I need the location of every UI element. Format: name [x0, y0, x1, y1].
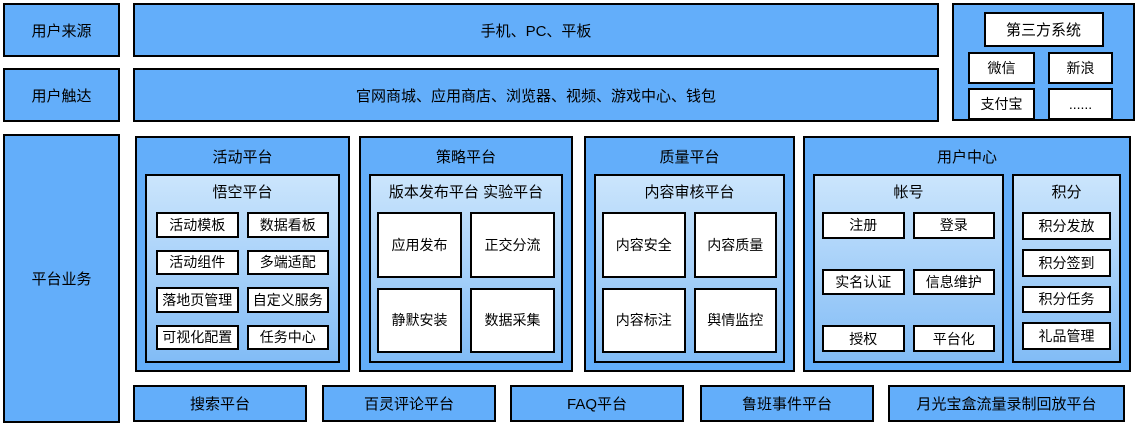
item-points-checkin: 积分签到 [1022, 248, 1111, 277]
item-app-release: 应用发布 [377, 212, 462, 278]
bottom-box-search-platform: 搜索平台 [133, 385, 307, 422]
group-title: 活动平台 [212, 148, 273, 166]
item-register: 注册 [822, 212, 905, 239]
group-title: 用户中心 [936, 148, 997, 166]
account-items-grid: 注册 登录 实名认证 信息维护 授权 平台化 [815, 207, 1002, 361]
subplatform-points: 积分 积分发放 积分签到 积分任务 礼品管理 [1012, 174, 1121, 363]
platform-business-label: 平台业务 [3, 134, 120, 423]
item-silent-install: 静默安装 [377, 287, 462, 353]
group-title: 质量平台 [659, 148, 720, 166]
subplatform-account: 帐号 注册 登录 实名认证 信息维护 授权 平台化 [813, 174, 1004, 363]
item-content-tagging: 内容标注 [602, 287, 686, 353]
item-custom-service: 自定义服务 [246, 287, 329, 313]
third-party-item-more: ...... [1048, 88, 1113, 120]
strategy-items-grid: 应用发布 正交分流 静默安装 数据采集 [371, 207, 561, 361]
subplatform-content-review: 内容审核平台 内容安全 内容质量 内容标注 舆情监控 [594, 174, 785, 363]
third-party-title: 第三方系统 [983, 12, 1104, 47]
third-party-item-sina: 新浪 [1048, 52, 1113, 84]
group-activity-platform: 活动平台 悟空平台 活动模板 数据看板 活动组件 多端适配 落地页管理 自定义服… [135, 136, 350, 372]
item-data-collection: 数据采集 [470, 287, 555, 353]
subplatform-title: 悟空平台 [212, 184, 273, 201]
item-sentiment-monitor: 舆情监控 [693, 287, 777, 353]
third-party-item-wechat: 微信 [968, 52, 1035, 84]
bottom-box-luban-event-platform: 鲁班事件平台 [700, 385, 874, 422]
bottom-box-faq-platform: FAQ平台 [510, 385, 684, 422]
subplatform-title: 内容审核平台 [644, 184, 735, 201]
item-points-task: 积分任务 [1022, 285, 1111, 314]
subplatform-title: 积分 [1051, 184, 1082, 201]
row-label-user-source: 用户来源 [3, 3, 120, 57]
third-party-item-alipay: 支付宝 [968, 88, 1035, 120]
subplatform-title: 版本发布平台 实验平台 [388, 184, 544, 201]
item-login: 登录 [912, 212, 995, 239]
user-center-body: 帐号 注册 登录 实名认证 信息维护 授权 平台化 积分 积分发放 积分签到 积… [813, 174, 1121, 363]
wukong-items-grid: 活动模板 数据看板 活动组件 多端适配 落地页管理 自定义服务 可视化配置 任务… [147, 207, 338, 361]
item-content-quality: 内容质量 [693, 212, 777, 278]
item-platformization: 平台化 [912, 325, 995, 352]
group-user-center: 用户中心 帐号 注册 登录 实名认证 信息维护 授权 平台化 积分 积分发放 积… [803, 136, 1131, 372]
quality-items-grid: 内容安全 内容质量 内容标注 舆情监控 [596, 207, 783, 361]
group-strategy-platform: 策略平台 版本发布平台 实验平台 应用发布 正交分流 静默安装 数据采集 [359, 136, 573, 372]
item-real-name-auth: 实名认证 [822, 268, 905, 296]
item-orthogonal-split: 正交分流 [470, 212, 555, 278]
item-task-center: 任务中心 [246, 324, 329, 350]
subplatform-wukong: 悟空平台 活动模板 数据看板 活动组件 多端适配 落地页管理 自定义服务 可视化… [145, 174, 340, 363]
item-visual-config: 可视化配置 [156, 324, 239, 350]
user-source-content-box: 手机、PC、平板 [133, 3, 939, 57]
item-multi-device: 多端适配 [246, 249, 329, 275]
item-info-maintenance: 信息维护 [912, 268, 995, 296]
item-landing-page: 落地页管理 [156, 287, 239, 313]
third-party-panel: 第三方系统 微信 新浪 支付宝 ...... [952, 3, 1135, 121]
item-authorization: 授权 [822, 325, 905, 352]
subplatform-title: 帐号 [893, 184, 924, 201]
group-quality-platform: 质量平台 内容审核平台 内容安全 内容质量 内容标注 舆情监控 [584, 136, 795, 372]
third-party-grid: 微信 新浪 支付宝 ...... [954, 47, 1133, 120]
subplatform-release-experiment: 版本发布平台 实验平台 应用发布 正交分流 静默安装 数据采集 [369, 174, 563, 363]
group-title: 策略平台 [435, 148, 496, 166]
item-gift-management: 礼品管理 [1022, 322, 1111, 350]
bottom-box-comment-platform: 百灵评论平台 [322, 385, 496, 422]
bottom-box-traffic-replay-platform: 月光宝盒流量录制回放平台 [888, 385, 1125, 422]
user-reach-content-box: 官网商城、应用商店、浏览器、视频、游戏中心、钱包 [133, 68, 939, 122]
item-data-dashboard: 数据看板 [246, 212, 329, 238]
points-items-grid: 积分发放 积分签到 积分任务 礼品管理 [1014, 207, 1119, 361]
item-activity-template: 活动模板 [156, 212, 239, 238]
row-label-user-reach: 用户触达 [3, 68, 120, 122]
item-content-safety: 内容安全 [602, 212, 686, 278]
item-points-issue: 积分发放 [1022, 212, 1111, 240]
item-activity-component: 活动组件 [156, 249, 239, 275]
